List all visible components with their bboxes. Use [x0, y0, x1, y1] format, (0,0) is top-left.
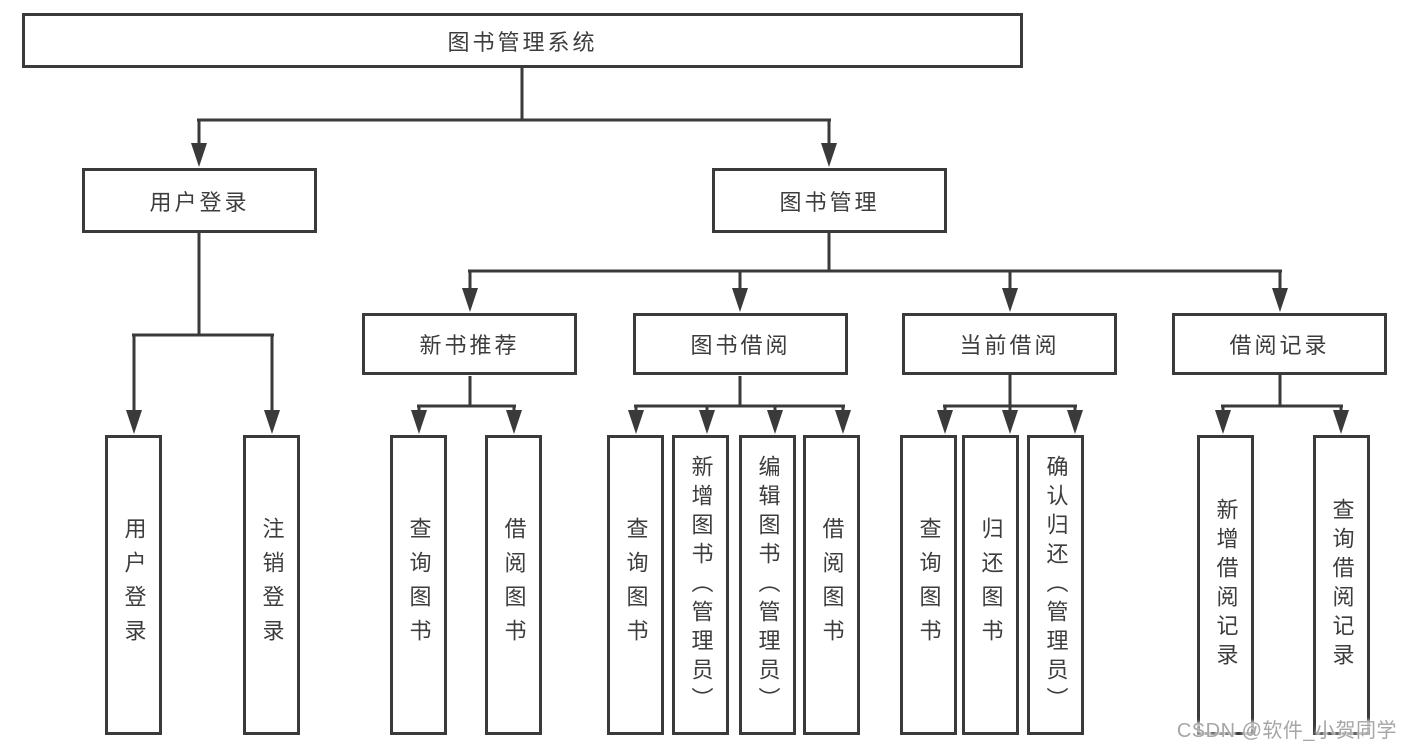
leaf-borrow-books-borrowing: 借阅图书	[803, 435, 860, 735]
connector-user-login-to-leaves	[126, 232, 280, 434]
connector-borrow-records-to-leaves	[1215, 375, 1349, 434]
leaf-query-books-recommend: 查询图书	[390, 435, 447, 735]
leaf-add-book-admin: 新增图书（管理员）	[672, 435, 729, 735]
leaf-query-books-current: 查询图书	[900, 435, 957, 735]
leaf-query-books-borrowing: 查询图书	[607, 435, 664, 735]
leaf-add-borrow-record: 新增借阅记录	[1197, 435, 1254, 735]
connector-book-borrow-to-leaves	[628, 376, 851, 434]
node-borrowing-records: 借阅记录	[1172, 313, 1387, 375]
watermark-csdn: CSDN @软件_小贺同学	[1176, 720, 1397, 742]
leaf-edit-book-admin: 编辑图书（管理员）	[739, 435, 796, 735]
leaf-query-borrow-record: 查询借阅记录	[1313, 435, 1370, 735]
node-book-borrowing: 图书借阅	[633, 313, 848, 375]
node-library-management-system: 图书管理系统	[22, 13, 1023, 68]
connector-root-to-level2	[191, 66, 837, 167]
node-book-management: 图书管理	[712, 168, 947, 233]
leaf-return-book: 归还图书	[962, 435, 1019, 735]
connector-current-borrow-to-leaves	[937, 375, 1083, 434]
node-current-borrowing: 当前借阅	[902, 313, 1117, 375]
leaf-logout: 注销登录	[243, 435, 300, 735]
leaf-user-login: 用户登录	[105, 435, 162, 735]
leaf-confirm-return-admin: 确认归还（管理员）	[1027, 435, 1084, 735]
connector-new-book-to-leaves	[411, 376, 522, 434]
node-user-login: 用户登录	[82, 168, 317, 233]
leaf-borrow-books-recommend: 借阅图书	[485, 435, 542, 735]
node-new-book-recommendation: 新书推荐	[362, 313, 577, 375]
connector-book-management-to-level3	[462, 233, 1288, 312]
